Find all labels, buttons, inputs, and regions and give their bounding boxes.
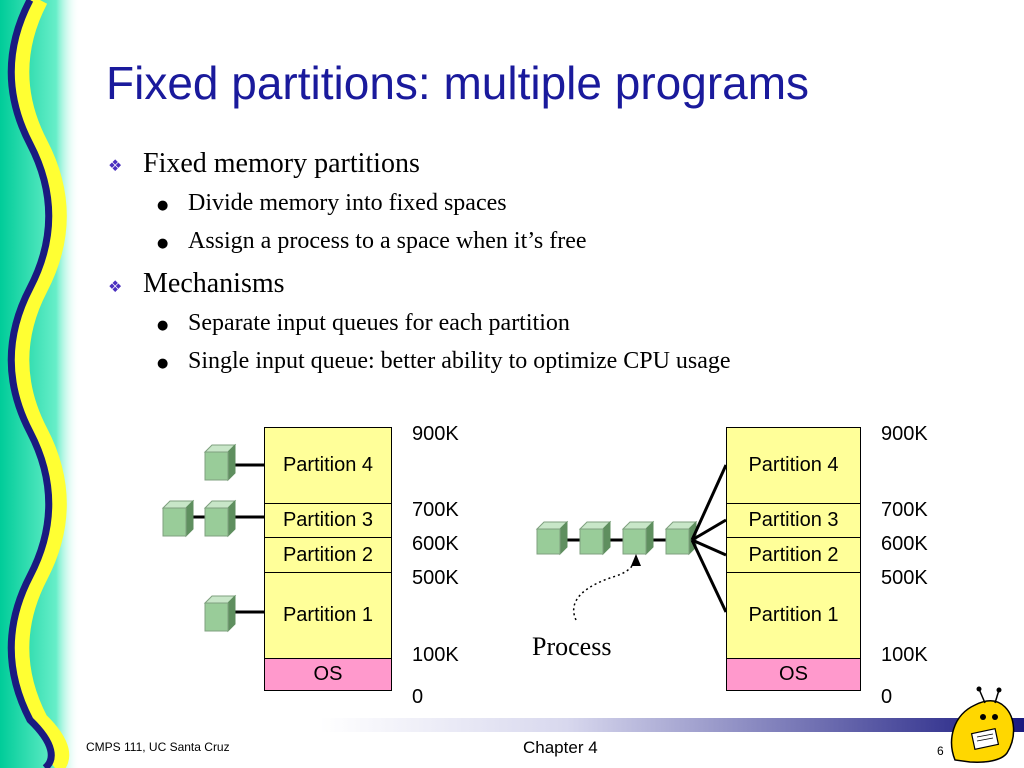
queue-block	[535, 520, 569, 556]
right-address-label: 500K	[881, 567, 928, 589]
left-address-label: 600K	[412, 533, 459, 555]
process-pointer-arrow	[573, 557, 637, 621]
left-address-label: 0	[412, 686, 424, 708]
subbullet-dot-icon: ●	[157, 198, 169, 213]
left-address-label: 100K	[412, 644, 459, 666]
queue-block	[203, 499, 237, 538]
left-partition-2: Partition 2	[264, 537, 392, 573]
subbullet-dot-icon: ●	[157, 236, 169, 251]
bullet-marker-icon: ❖	[108, 277, 123, 296]
bullet-marker-icon: ❖	[108, 156, 123, 175]
bullet-1: Fixed memory partitions	[143, 148, 420, 179]
fanout-line	[691, 518, 727, 542]
slide-title: Fixed partitions: multiple programs	[106, 57, 810, 109]
queue-block	[621, 520, 655, 556]
right-partition-3: Partition 3	[726, 503, 861, 538]
left-partition-1: Partition 1	[264, 572, 392, 659]
fanout-line	[690, 539, 728, 613]
fanout-line	[691, 538, 727, 557]
arrowhead-icon	[631, 554, 641, 566]
queue-block	[161, 499, 195, 538]
right-os-block: OS	[726, 658, 861, 691]
footer-course: CMPS 111, UC Santa Cruz	[86, 740, 230, 754]
right-partition-4: Partition 4	[726, 427, 861, 504]
right-partition-1: Partition 1	[726, 572, 861, 659]
left-partition-4: Partition 4	[264, 427, 392, 504]
fanout-line	[690, 464, 728, 541]
right-address-label: 900K	[881, 423, 928, 445]
banana-slug-icon	[950, 686, 1015, 763]
right-address-label: 700K	[881, 499, 928, 521]
right-address-label: 0	[881, 686, 893, 708]
left-address-label: 900K	[412, 423, 459, 445]
left-os-block: OS	[264, 658, 392, 691]
left-wave-navy	[7, 0, 55, 768]
bullet-2: Mechanisms	[143, 268, 285, 299]
footer-chapter: Chapter 4	[523, 738, 598, 757]
right-address-label: 600K	[881, 533, 928, 555]
subbullet-dot-icon: ●	[157, 318, 169, 333]
right-partition-2: Partition 2	[726, 537, 861, 573]
footer-page-number: 6	[937, 744, 944, 758]
left-address-label: 700K	[412, 499, 459, 521]
left-partition-3: Partition 3	[264, 503, 392, 538]
queue-block	[578, 520, 612, 556]
right-address-label: 100K	[881, 644, 928, 666]
queue-block	[203, 443, 237, 482]
subbullet-1-2: Assign a process to a space when it’s fr…	[188, 228, 587, 254]
subbullet-2-1: Separate input queues for each partition	[188, 310, 570, 336]
subbullet-2-2: Single input queue: better ability to op…	[188, 348, 731, 374]
left-wave-yellow	[13, 0, 70, 768]
footer-bar	[320, 718, 1024, 732]
process-label: Process	[532, 632, 612, 661]
left-address-label: 500K	[412, 567, 459, 589]
subbullet-dot-icon: ●	[157, 356, 169, 371]
subbullet-1-1: Divide memory into fixed spaces	[188, 190, 507, 216]
queue-block	[203, 594, 237, 633]
